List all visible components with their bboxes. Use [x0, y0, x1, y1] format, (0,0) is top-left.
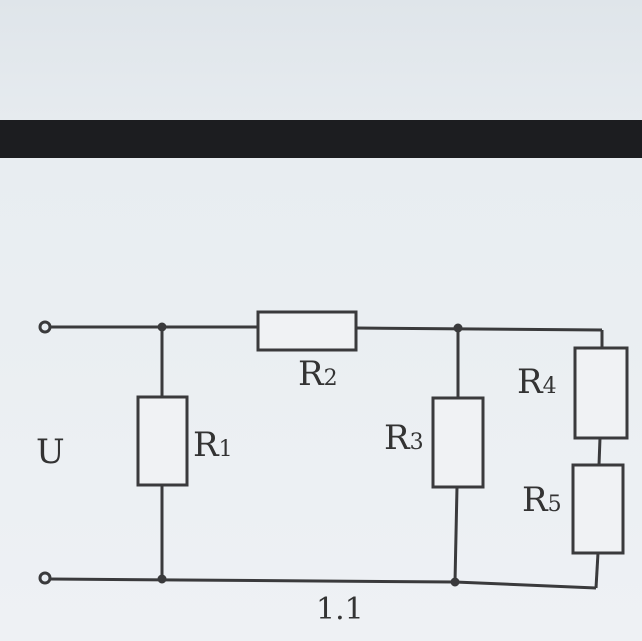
voltage-label: U — [36, 432, 65, 472]
top-screen-area — [0, 0, 642, 120]
label-r3: R3 — [384, 418, 424, 458]
terminal-bottom — [38, 571, 52, 585]
label-r5: R5 — [522, 480, 562, 520]
resistor-r1 — [136, 395, 189, 487]
resistor-r4 — [573, 346, 629, 440]
label-r4: R4 — [517, 362, 557, 402]
terminal-top — [38, 320, 52, 334]
label-r2: R2 — [298, 354, 338, 394]
resistor-r2 — [256, 310, 358, 352]
figure-caption: 1.1 — [316, 592, 364, 627]
wires — [49, 325, 604, 590]
diagram-canvas — [0, 158, 642, 641]
resistor-r3 — [431, 396, 485, 489]
resistor-r5 — [571, 463, 625, 555]
label-r1: R1 — [193, 425, 233, 465]
black-toolbar-band — [0, 120, 642, 158]
